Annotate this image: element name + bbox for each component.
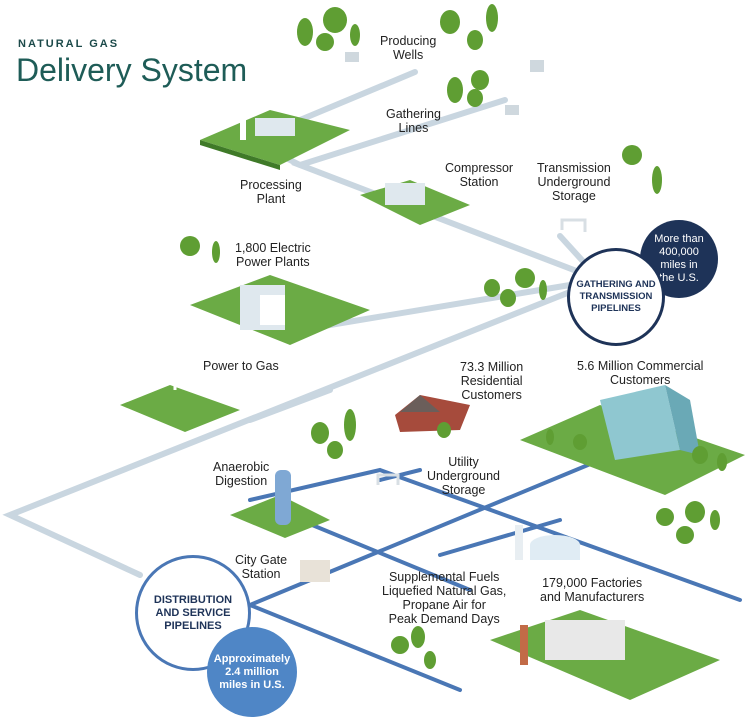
commercial-building-platform xyxy=(520,385,745,495)
trees xyxy=(180,4,727,669)
processing-plant-platform xyxy=(200,110,350,170)
power-to-gas-platform xyxy=(120,334,240,432)
city-gate-station xyxy=(300,560,330,582)
residential-house xyxy=(395,395,470,432)
distribution-pipelines xyxy=(158,458,742,692)
page-title: Delivery System xyxy=(16,52,248,88)
well-heads xyxy=(345,52,544,115)
header-kicker: NATURAL GAS xyxy=(18,38,120,50)
factory-platform xyxy=(490,610,720,700)
utility-storage-valve xyxy=(376,473,400,485)
transmission-storage-valve xyxy=(560,218,587,232)
compressor-station-platform xyxy=(360,180,470,225)
transmission-pipelines xyxy=(2,69,603,578)
lng-tank xyxy=(515,525,580,560)
anaerobic-digestion-platform xyxy=(230,470,330,538)
label-power-to-gas: Power to Gas xyxy=(203,359,279,373)
power-plant-platform xyxy=(190,275,370,345)
